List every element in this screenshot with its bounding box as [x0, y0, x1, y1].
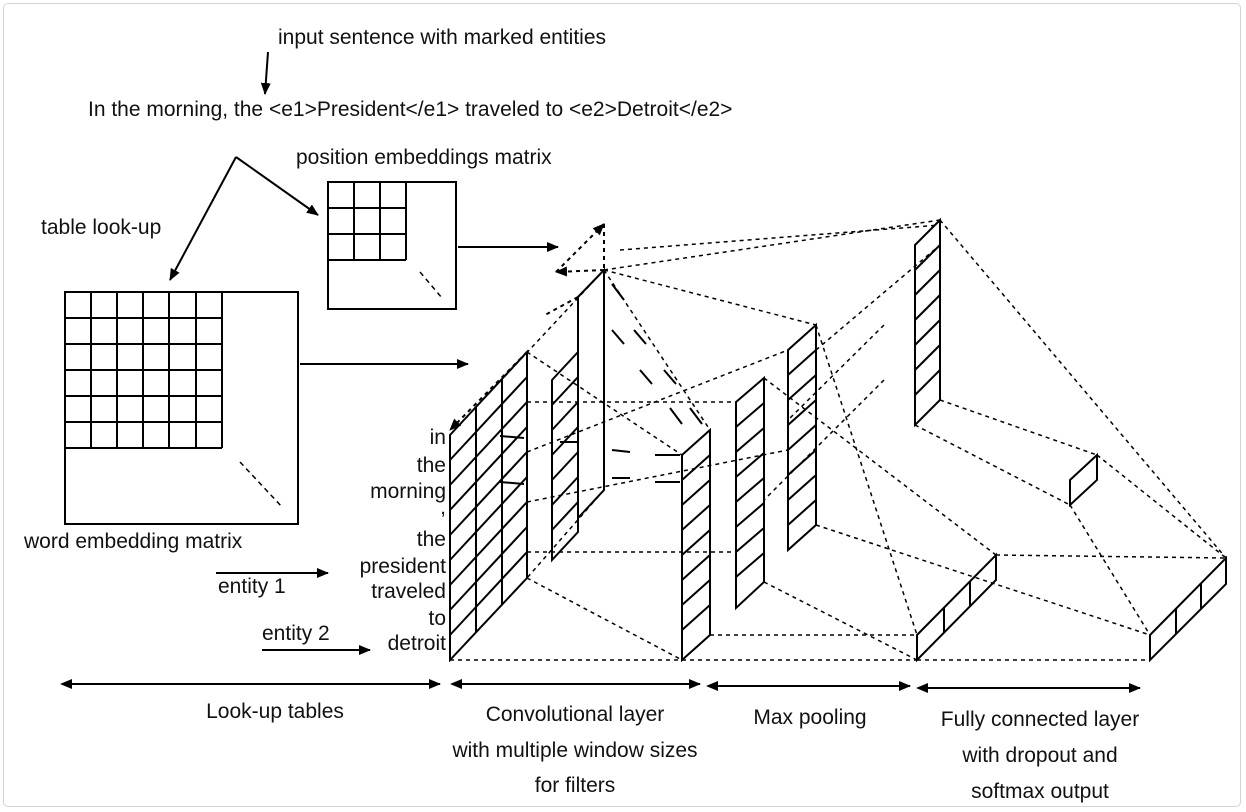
- entity1-label: entity 1: [218, 575, 286, 598]
- convolution-window-dashes: [499, 283, 703, 485]
- input-sentence: In the morning, the <e1>President</e1> t…: [88, 98, 733, 121]
- stacking-arrows: [449, 223, 605, 431]
- connection-lines: [449, 219, 1227, 661]
- section-conv-label-line1: Convolutional layer: [485, 703, 665, 726]
- table-lookup-arrows: [169, 156, 319, 281]
- input-arrow: [260, 51, 271, 95]
- section-fc-label-line1: Fully connected layer: [940, 708, 1140, 731]
- section-fc-label-line3: softmax output: [971, 780, 1109, 803]
- token-label: morning: [370, 480, 446, 503]
- table-lookup-label: table look-up: [41, 216, 162, 239]
- output-bars: [916, 552, 1227, 663]
- token-label: the: [416, 528, 446, 551]
- token-label: president: [359, 555, 446, 578]
- section-arrow-starts: [60, 679, 928, 693]
- convolution-filter-map: [681, 427, 711, 663]
- section-fc-label-line2: with dropout and: [962, 744, 1118, 767]
- token-label: in: [429, 426, 446, 449]
- max-pooling-columns: [735, 322, 817, 611]
- word-embedding-matrix: [64, 291, 299, 525]
- token-label: detroit: [387, 632, 446, 655]
- word-matrix-title: word embedding matrix: [24, 530, 243, 553]
- section-conv-label-line2: with multiple window sizes: [452, 739, 698, 762]
- token-label: ,: [440, 496, 446, 519]
- entity2-label: entity 2: [262, 622, 330, 645]
- fully-connected-column: [914, 217, 1098, 508]
- diagram-frame: [3, 3, 1241, 807]
- position-embeddings-matrix: [327, 181, 457, 310]
- token-label: the: [416, 454, 446, 477]
- position-embedding-columns: [551, 267, 605, 563]
- section-arrows: [72, 679, 1141, 693]
- sentence-input-matrix: [449, 349, 528, 663]
- position-matrix-title: position embeddings matrix: [296, 146, 552, 169]
- token-label: traveled: [371, 580, 446, 603]
- section-lookup-label: Look-up tables: [206, 700, 344, 723]
- input-caption: input sentence with marked entities: [278, 26, 607, 49]
- token-label: to: [428, 607, 446, 630]
- section-maxpool-label: Max pooling: [753, 706, 867, 729]
- section-conv-label-line3: for filters: [534, 774, 616, 797]
